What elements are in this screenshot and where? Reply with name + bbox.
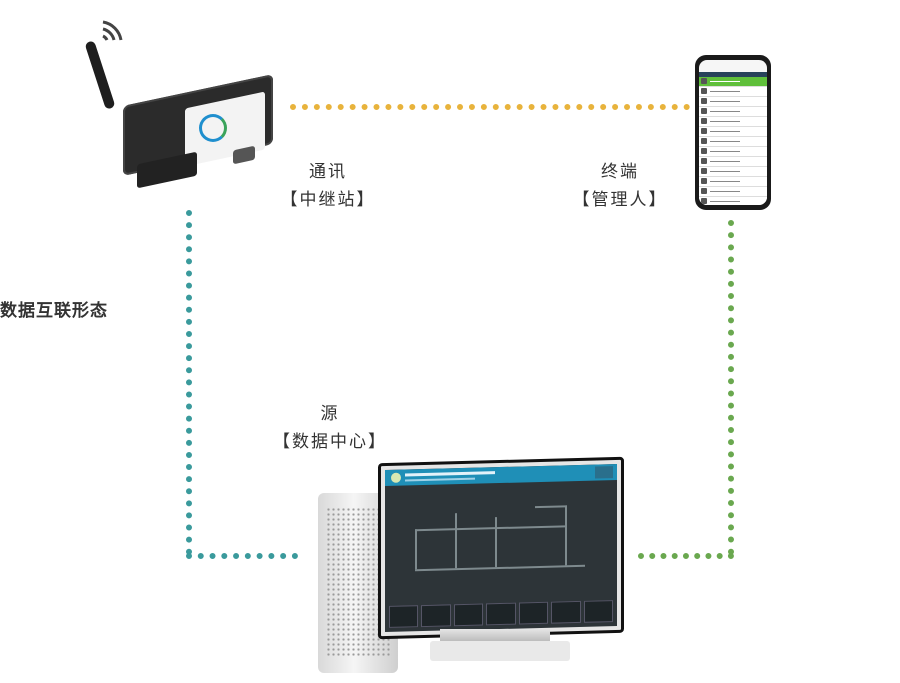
connector-relay-source-horizontal <box>186 553 298 559</box>
screen-header <box>385 463 617 487</box>
diagram-title: 数据互联形态 <box>0 301 108 321</box>
monitor-foot <box>430 641 570 661</box>
relay-label: 通讯 【中继站】 <box>268 158 388 214</box>
wifi-signal-icon <box>102 20 123 41</box>
terminal-label-line1: 终端 <box>601 162 639 182</box>
monitor-screen <box>385 463 617 633</box>
source-label-line2: 【数据中心】 <box>273 432 387 452</box>
relay-label-line1: 通讯 <box>309 162 347 182</box>
source-label-line1: 源 <box>320 404 340 424</box>
wireless-router-icon <box>84 20 275 190</box>
smartphone-icon <box>695 55 771 210</box>
monitor-stand <box>440 629 550 641</box>
source-label: 源 【数据中心】 <box>255 400 405 456</box>
serial-port <box>233 145 255 165</box>
connector-terminal-source-horizontal <box>638 553 734 559</box>
terminal-label: 终端 【管理人】 <box>560 158 680 214</box>
relay-label-line2: 【中继站】 <box>280 190 376 210</box>
connector-relay-source-vertical <box>186 210 192 555</box>
brand-logo <box>199 114 227 142</box>
screen-control-buttons <box>389 600 613 628</box>
terminal-label-line2: 【管理人】 <box>572 190 668 210</box>
connector-terminal-source-vertical <box>728 220 734 555</box>
phone-screen <box>699 60 767 205</box>
monitor <box>378 456 624 640</box>
antenna <box>84 40 116 110</box>
connector-relay-terminal <box>290 104 690 110</box>
